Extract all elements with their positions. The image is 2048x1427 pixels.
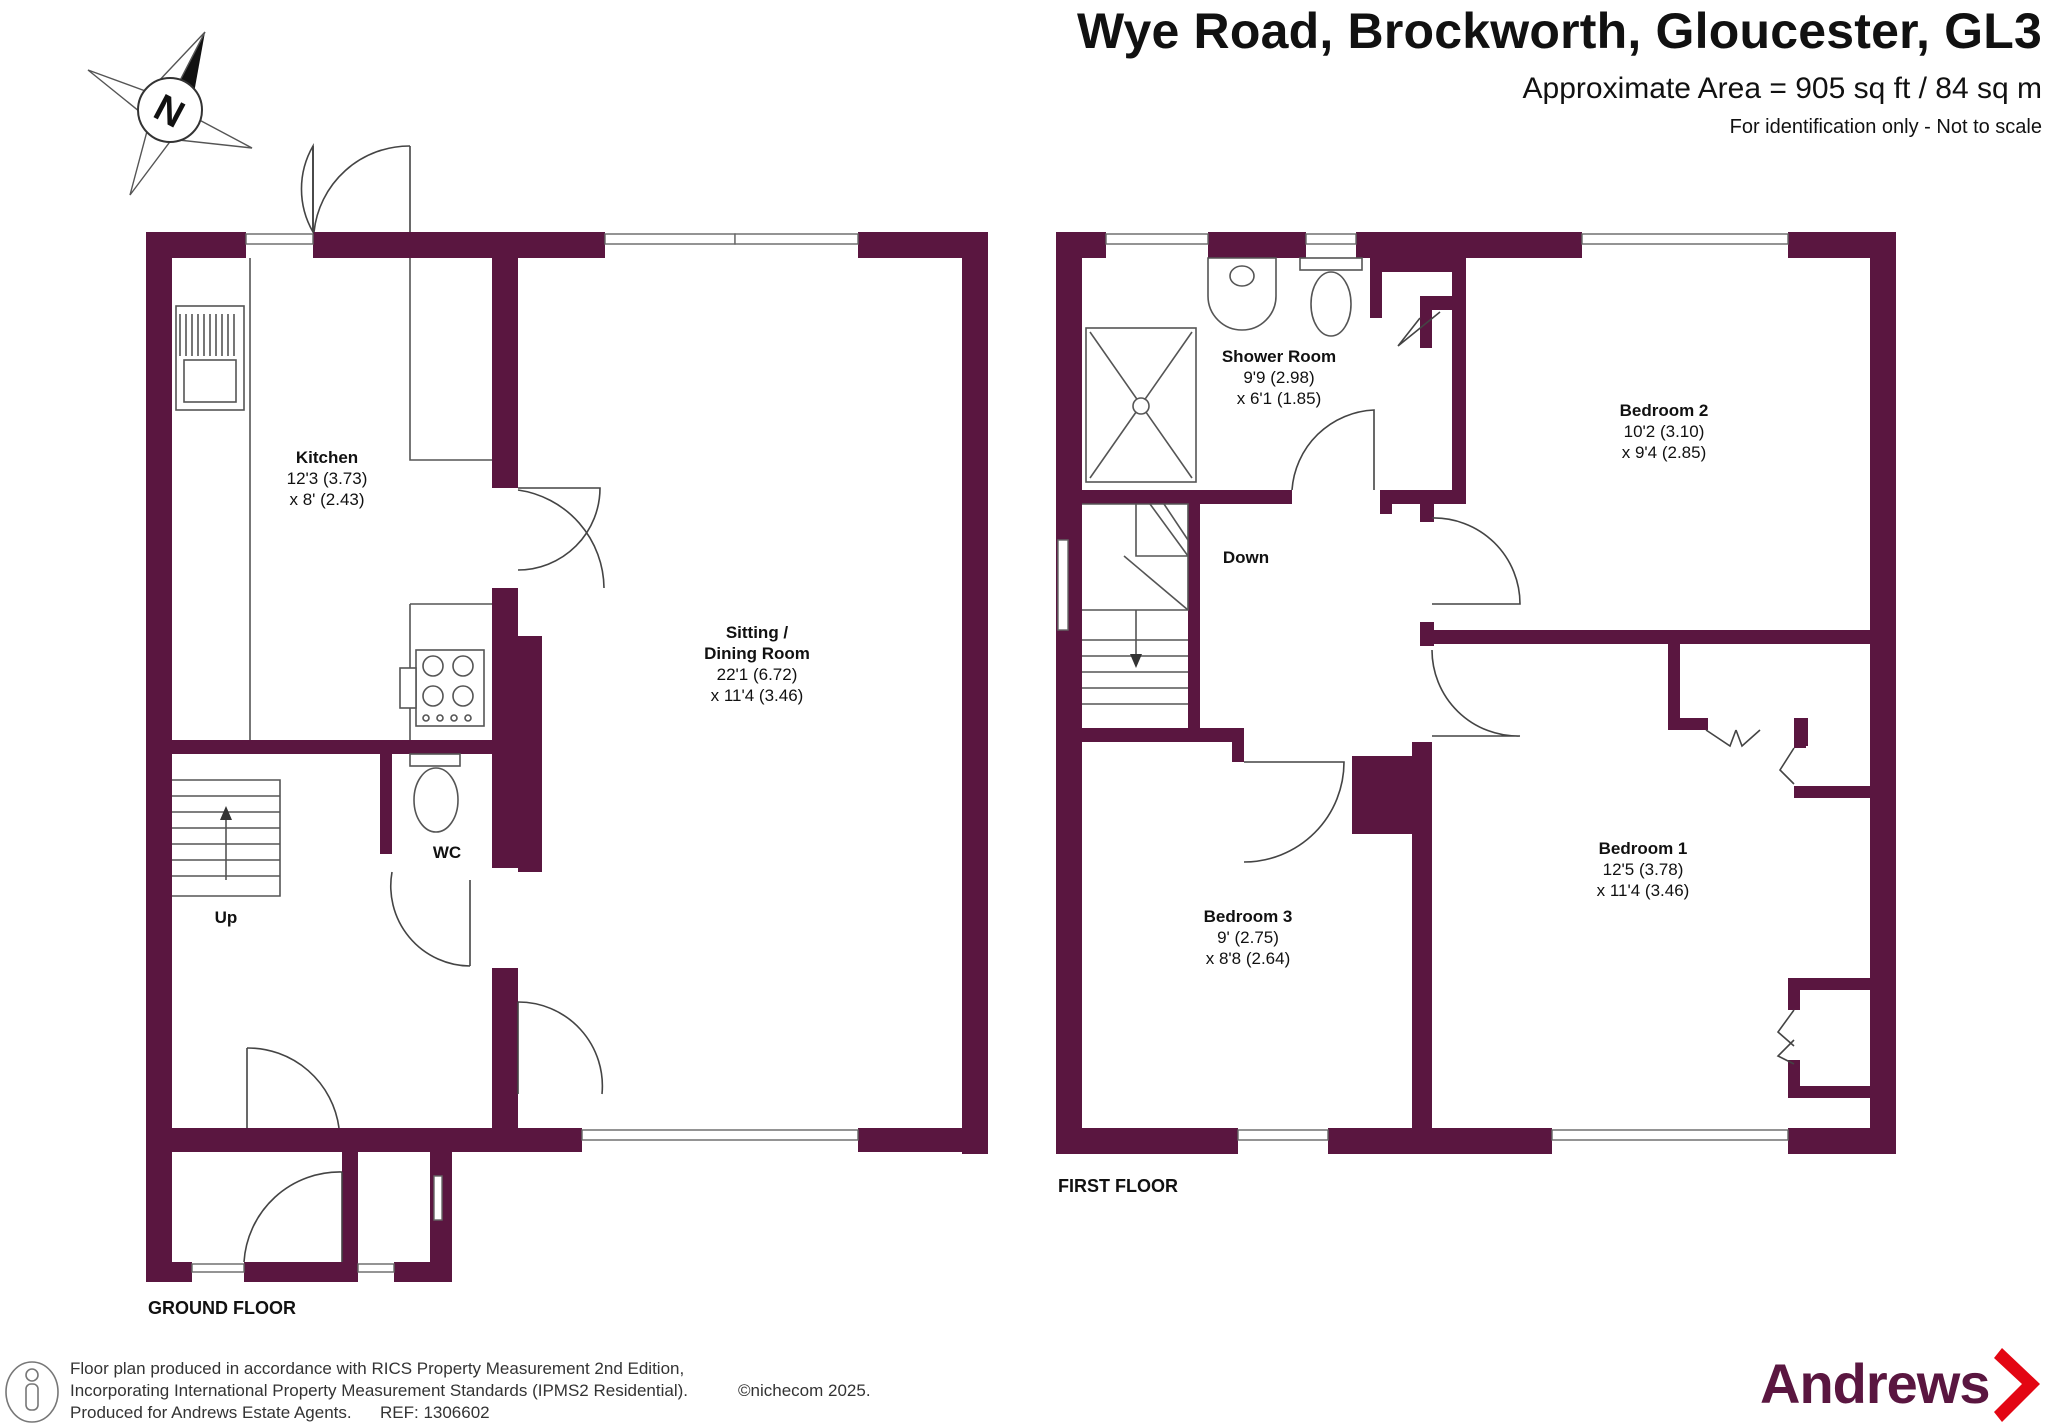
first-floor-label: FIRST FLOOR: [1058, 1176, 1178, 1196]
kitchen-name: Kitchen: [296, 448, 358, 467]
bedroom-2-dim-1: 10'2 (3.10): [1624, 422, 1705, 441]
property-address: Wye Road, Brockworth, Gloucester, GL3: [1076, 3, 2042, 59]
kitchen-dim-2: x 8' (2.43): [289, 490, 364, 509]
ground-floor-plan: Kitchen 12'3 (3.73) x 8' (2.43) Sitting …: [146, 143, 988, 1318]
bedroom-1-name: Bedroom 1: [1599, 839, 1688, 858]
footer: Floor plan produced in accordance with R…: [5, 1348, 2040, 1423]
sitting-room-name-2: Dining Room: [704, 644, 810, 663]
bedroom-3-dim-2: x 8'8 (2.64): [1206, 949, 1291, 968]
shower-room-dim-2: x 6'1 (1.85): [1237, 389, 1322, 408]
bedroom-1-dim-2: x 11'4 (3.46): [1597, 881, 1690, 900]
brand-chevron-icon: [1994, 1348, 2040, 1422]
bedroom-2-name: Bedroom 2: [1620, 401, 1709, 420]
bedroom-1-dim-1: 12'5 (3.78): [1603, 860, 1684, 879]
wc-name: WC: [433, 843, 461, 862]
shower-room-dim-1: 9'9 (2.98): [1243, 368, 1314, 387]
bedroom-3-name: Bedroom 3: [1204, 907, 1293, 926]
bedroom-2-dim-2: x 9'4 (2.85): [1622, 443, 1707, 462]
person-icon: [5, 1361, 59, 1423]
footer-copyright: ©nichecom 2025.: [738, 1381, 871, 1400]
stairs-down-label: Down: [1223, 548, 1269, 567]
sitting-room-dim-1: 22'1 (6.72): [717, 665, 798, 684]
footer-line-2: Incorporating International Property Mea…: [70, 1381, 688, 1400]
footer-line-3: Produced for Andrews Estate Agents.: [70, 1403, 352, 1422]
footer-ref: REF: 1306602: [380, 1403, 490, 1422]
first-floor-plan: Shower Room 9'9 (2.98) x 6'1 (1.85) Bedr…: [1056, 232, 1896, 1196]
compass-icon: N: [87, 31, 253, 196]
kitchen-dim-1: 12'3 (3.73): [287, 469, 368, 488]
shower-room-name: Shower Room: [1222, 347, 1336, 366]
approximate-area: Approximate Area = 905 sq ft / 84 sq m: [1522, 72, 2042, 105]
brand-logo-text: Andrews: [1760, 1352, 1990, 1415]
ground-floor-label: GROUND FLOOR: [148, 1298, 296, 1318]
sitting-room-name-1: Sitting /: [726, 623, 789, 642]
stairs-up-label: Up: [215, 908, 238, 927]
footer-line-1: Floor plan produced in accordance with R…: [70, 1359, 684, 1378]
disclaimer-note: For identification only - Not to scale: [1729, 116, 2042, 138]
sitting-room-dim-2: x 11'4 (3.46): [711, 686, 804, 705]
bedroom-3-dim-1: 9' (2.75): [1217, 928, 1279, 947]
